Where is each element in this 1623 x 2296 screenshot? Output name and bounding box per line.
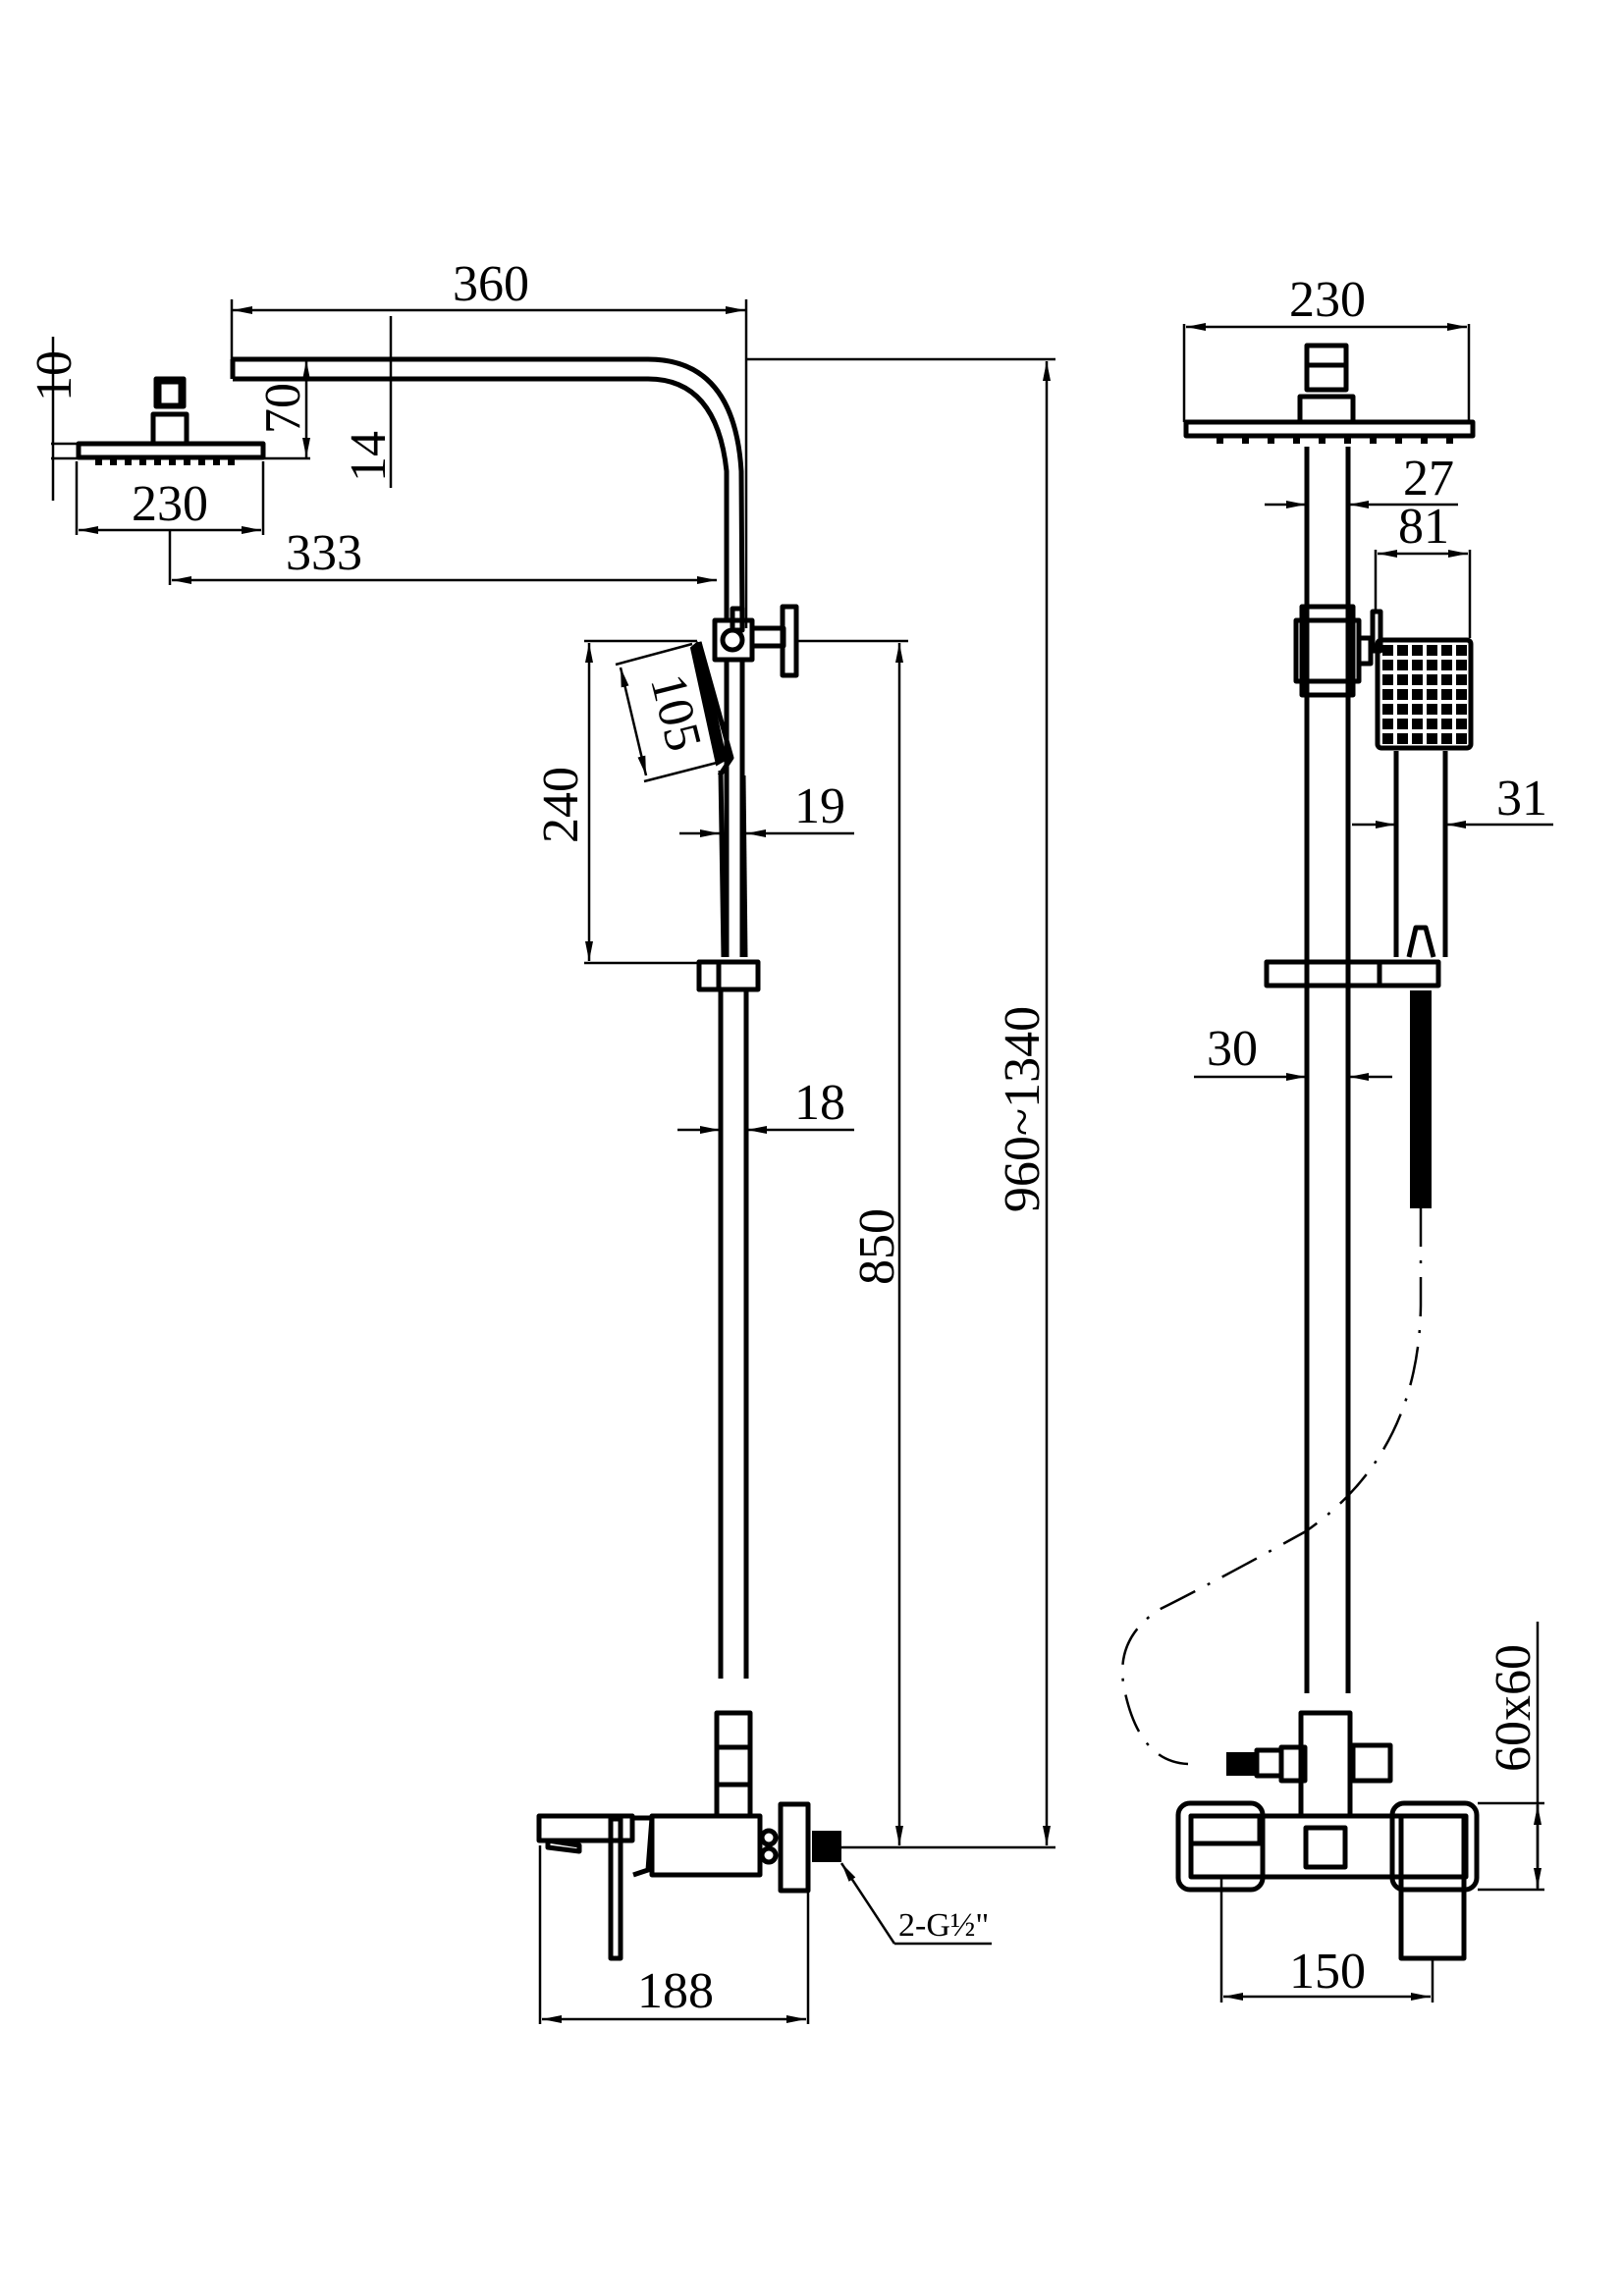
dim-head-drop: 70 <box>255 360 311 460</box>
dim-mixer-depth: 188 <box>538 1845 810 2024</box>
dim-hand-shower-width: 81 <box>1374 499 1472 638</box>
label-18: 18 <box>794 1075 845 1131</box>
label-10: 10 <box>27 350 82 401</box>
label-230-side: 230 <box>132 476 208 532</box>
inlet-callout: 2-G½" <box>839 1862 992 1946</box>
dim-head-thickness: 10 <box>27 337 82 501</box>
label-30: 30 <box>1207 1021 1258 1077</box>
hand-shower-front <box>1375 637 1474 958</box>
dim-outlet-height: 850 <box>797 639 908 1849</box>
hand-shower-nozzle-grid <box>1382 645 1467 744</box>
dim-head-width-front: 230 <box>1182 272 1471 422</box>
riser-front <box>1293 447 1383 1693</box>
dim-handle-width: 19 <box>679 778 854 837</box>
label-333: 333 <box>286 525 362 581</box>
dim-tube-width: 30 <box>1194 1021 1392 1081</box>
front-view: 230 27 81 31 30 <box>1120 272 1553 2002</box>
label-31: 31 <box>1496 771 1547 827</box>
dim-riser-width: 27 <box>1265 451 1458 508</box>
nozzles-front <box>1217 437 1453 444</box>
dim-riser-diameter: 18 <box>677 1075 854 1134</box>
label-240: 240 <box>533 767 589 843</box>
side-view: 360 10 70 14 230 3 <box>27 256 1055 2024</box>
label-360: 360 <box>453 256 529 312</box>
dim-arm-length: 360 <box>230 256 748 628</box>
rain-head-connector <box>150 376 189 447</box>
diverter-holder <box>712 604 799 678</box>
label-70: 70 <box>255 383 311 434</box>
label-inlet-thread: 2-G½" <box>898 1907 989 1944</box>
label-960-1340: 960~1340 <box>995 1006 1051 1212</box>
dim-inlet-center: 150 <box>1219 1877 1434 2002</box>
dim-hand-shower-span: 240 <box>533 639 717 965</box>
label-81: 81 <box>1398 499 1449 555</box>
mixer-front <box>1175 1710 1480 1961</box>
mixer-valve <box>536 1801 841 1961</box>
shower-hose <box>1120 1207 1423 1766</box>
dim-arm-thickness: 14 <box>341 316 397 488</box>
dim-escutcheon: 60x60 <box>1478 1622 1544 1892</box>
rain-shower-head <box>76 441 266 465</box>
label-230-front: 230 <box>1289 272 1366 328</box>
label-188: 188 <box>637 1963 714 2019</box>
rain-shower-head-front <box>1183 343 1476 444</box>
label-60x60: 60x60 <box>1486 1644 1542 1772</box>
label-850: 850 <box>849 1208 905 1285</box>
label-14: 14 <box>341 431 397 482</box>
dim-head-width-side: 230 <box>75 461 265 535</box>
slide-holder-front <box>1264 959 1441 1208</box>
dim-head-offset: 333 <box>168 525 717 585</box>
nozzles <box>95 458 235 465</box>
label-27: 27 <box>1403 451 1454 507</box>
label-19: 19 <box>794 778 845 834</box>
dim-handle-width-front: 31 <box>1352 771 1553 828</box>
label-150: 150 <box>1289 1944 1366 2000</box>
dim-overall-height: 960~1340 <box>746 357 1055 1849</box>
shower-arm <box>230 356 745 629</box>
